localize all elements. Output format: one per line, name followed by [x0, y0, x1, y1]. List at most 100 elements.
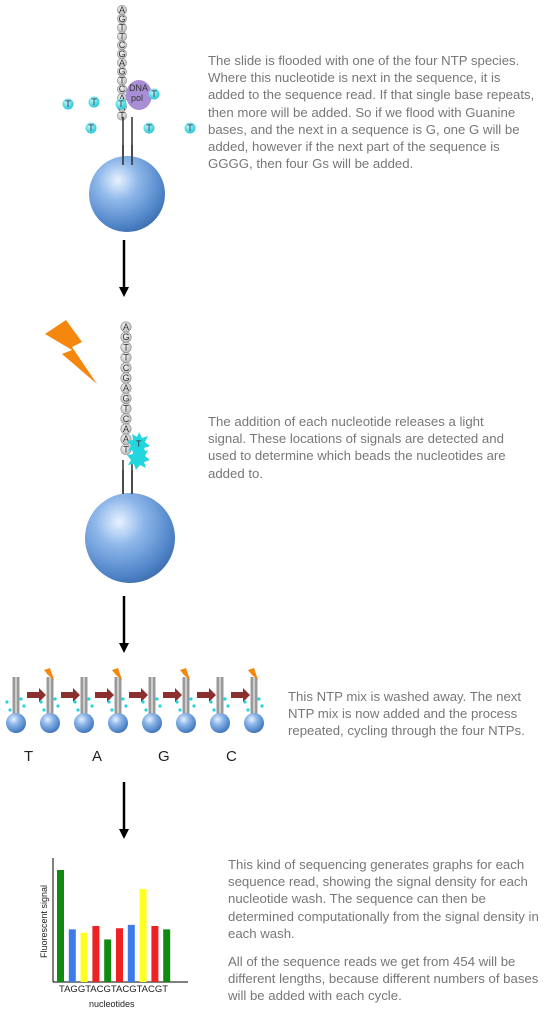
mini-nucleotide	[73, 700, 77, 704]
step4-description: This kind of sequencing generates graphs…	[228, 857, 539, 941]
chart-bar	[68, 929, 76, 982]
mini-nucleotide	[212, 708, 216, 712]
bead	[89, 156, 165, 232]
sequence-base-letter: T	[123, 404, 129, 414]
sequence-base: T	[120, 341, 132, 353]
mini-nucleotide	[226, 704, 230, 708]
sequence-base-letter: T	[123, 353, 129, 363]
mini-nucleotide	[121, 697, 125, 701]
x-tick-labels: TAGGTACGTACGTACGT	[59, 984, 168, 995]
mini-bead	[5, 677, 26, 733]
bead	[85, 493, 175, 583]
chart-bar	[116, 928, 123, 982]
mini-nucleotide	[19, 697, 23, 701]
mini-nucleotide	[124, 704, 128, 708]
mini-nucleotide	[243, 700, 247, 704]
cycle-label-g: G	[158, 748, 170, 765]
free-nucleotide-label: T	[118, 99, 124, 109]
step3-description: This NTP mix is washed away. The next NT…	[288, 689, 525, 739]
chart-bars	[57, 870, 171, 982]
mini-nucleotide	[189, 697, 193, 701]
mini-nucleotide	[260, 704, 264, 708]
cycle-arrow-icon	[61, 688, 80, 702]
free-nucleotide-label: T	[146, 123, 152, 133]
free-nucleotide-label: T	[91, 97, 97, 107]
sequence-base-letter: C	[119, 40, 126, 50]
mini-nucleotide	[209, 700, 213, 704]
chart-bar	[151, 926, 159, 982]
mini-nucleotide	[42, 708, 46, 712]
free-nucleotide: T	[62, 98, 74, 110]
mini-bead	[107, 668, 128, 733]
free-nucleotide-label: T	[65, 99, 71, 109]
mini-nucleotide	[22, 704, 26, 708]
dna-polymerase: DNA pol	[126, 80, 152, 110]
sequence-base-letter: C	[119, 84, 126, 94]
sequence-base-letter: T	[123, 342, 129, 352]
step2-description: The addition of each nucleotide releases…	[208, 414, 506, 481]
cycle-label-t: T	[24, 748, 33, 765]
sequence-base-letter: A	[123, 322, 129, 332]
sequence-base-letter: G	[122, 373, 129, 383]
mini-bead	[175, 668, 196, 733]
mini-nucleotide	[110, 708, 114, 712]
sequence-base-letter: G	[118, 14, 125, 24]
mini-nucleotide	[8, 708, 12, 712]
glowing-nucleotide: T	[127, 432, 150, 470]
sequence-base: C	[117, 40, 127, 50]
mini-bead	[141, 677, 162, 733]
sequence-base-letter: A	[123, 434, 129, 444]
mini-nucleotide	[192, 704, 196, 708]
mini-nucleotide	[246, 708, 250, 712]
sequence-base: G	[120, 372, 132, 384]
chart-bar	[139, 889, 147, 982]
mini-nucleotide	[144, 708, 148, 712]
cycle-label-a: A	[92, 748, 102, 765]
sequence-base: A	[120, 321, 132, 333]
sequence-base-letter: T	[119, 111, 125, 121]
sequence-base: T	[120, 403, 132, 415]
mini-flash-icon	[248, 668, 258, 680]
free-nucleotide: T	[115, 98, 127, 110]
mini-nucleotide	[90, 704, 94, 708]
sequence-base: A	[120, 423, 132, 435]
sequence-base-letter: T	[119, 23, 125, 33]
free-nucleotide: T	[85, 122, 97, 134]
sequence-base-letter: C	[123, 363, 130, 373]
lightning-icon	[45, 320, 97, 384]
free-nucleotide: T	[88, 96, 100, 108]
cycle-arrow-icon	[95, 688, 114, 702]
sequence-base-letter: A	[123, 383, 129, 393]
chart-bar	[163, 929, 171, 982]
glowing-nucleotide-label: T	[136, 439, 142, 449]
polymerase-label-dna: DNA	[129, 83, 148, 93]
sequence-base: G	[120, 392, 132, 404]
mini-bead	[243, 668, 264, 733]
mini-nucleotide	[257, 697, 261, 701]
mini-nucleotide	[178, 708, 182, 712]
mini-nucleotide	[76, 708, 80, 712]
sequence-base-letter: A	[119, 93, 125, 103]
chart-bar	[80, 932, 88, 982]
sequence-base: C	[120, 413, 132, 425]
step1-description: The slide is flooded with one of the fou…	[208, 53, 535, 172]
sequence-base-letter: T	[119, 75, 125, 85]
sequence-base: A	[120, 382, 132, 394]
sequence-base-letter: G	[122, 393, 129, 403]
sequence-base-letter: A	[123, 424, 129, 434]
sequence-base: C	[117, 84, 127, 94]
sequence-base-letter: A	[119, 58, 125, 68]
mini-nucleotide	[223, 697, 227, 701]
sequence-base-letter: A	[119, 5, 125, 15]
chart-bar	[127, 924, 135, 982]
sequence-base: G	[120, 331, 132, 343]
sequence-base: T	[120, 352, 132, 364]
mini-nucleotide	[39, 700, 43, 704]
free-nucleotide: T	[143, 122, 155, 134]
sequence-base-letter: G	[122, 332, 129, 342]
mini-nucleotide	[53, 697, 57, 701]
